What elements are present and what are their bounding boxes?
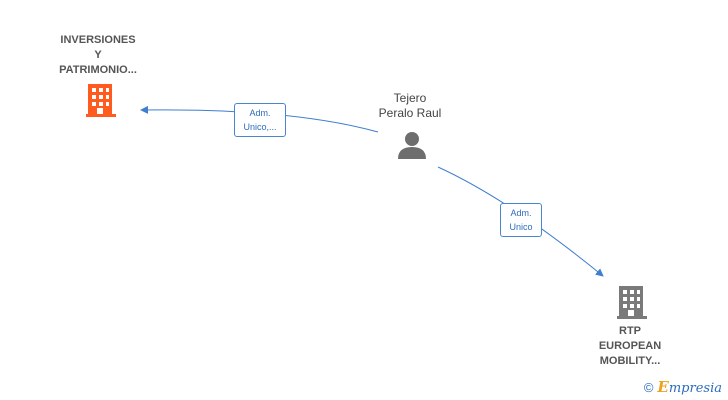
company-b-label-line-2: EUROPEAN: [598, 340, 662, 352]
company-a-label-line-1: INVERSIONES: [60, 34, 136, 46]
company-a-label[interactable]: INVERSIONES Y PATRIMONIO...: [38, 33, 158, 78]
edge-label-company-a-line-2: Unico,...: [243, 122, 277, 132]
brand-rest: mpresia: [668, 381, 722, 396]
company-b-label-line-3: MOBILITY...: [599, 355, 661, 367]
empresia-watermark: © Empresia: [644, 378, 722, 396]
company-a-label-line-2: Y: [94, 49, 102, 61]
edge-label-company-b-line-1: Adm.: [510, 208, 532, 218]
company-b-building-icon[interactable]: [617, 286, 647, 319]
company-a-label-line-3: PATRIMONIO...: [59, 64, 137, 76]
company-b-label[interactable]: RTP EUROPEAN MOBILITY...: [580, 324, 680, 369]
edge-label-company-b[interactable]: Adm. Unico: [500, 203, 542, 237]
company-b-label-line-1: RTP: [619, 325, 641, 337]
person-icon[interactable]: [398, 132, 426, 159]
edge-label-company-a-line-1: Adm.: [249, 108, 271, 118]
person-label-line-2: Peralo Raul: [378, 106, 442, 120]
edge-label-company-a[interactable]: Adm. Unico,...: [234, 103, 286, 137]
person-label-line-1: Tejero: [393, 91, 427, 105]
person-label[interactable]: Tejero Peralo Raul: [360, 91, 460, 121]
brand-name: Empresia: [657, 378, 722, 396]
company-a-building-icon[interactable]: [86, 84, 116, 117]
edge-label-company-b-line-2: Unico: [509, 222, 533, 232]
brand-initial: E: [657, 378, 669, 396]
copyright-icon: ©: [643, 379, 654, 395]
